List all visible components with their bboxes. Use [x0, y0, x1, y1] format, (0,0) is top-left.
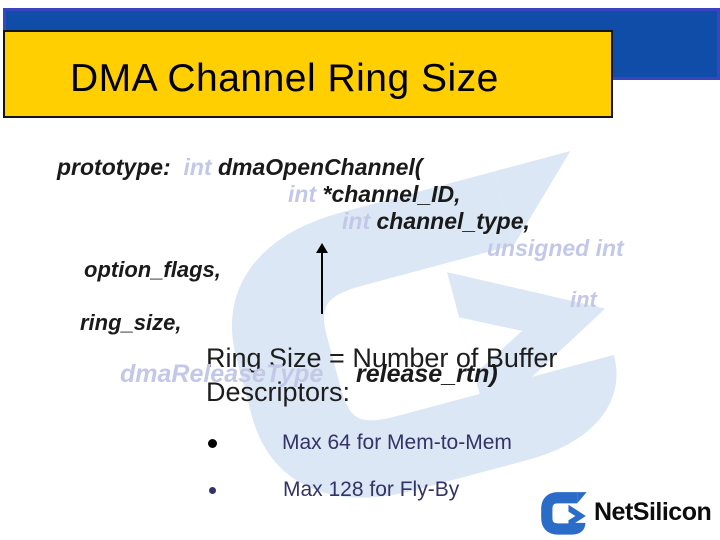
bullet-item-fly-by: Max 128 for Fly-By: [209, 478, 459, 502]
bullet-item-mem-to-mem: Max 64 for Mem-to-Mem: [208, 431, 512, 455]
code-line-unsigned-int: unsigned int: [487, 235, 624, 261]
code-line-channel-id: int *channel_ID,: [288, 181, 461, 207]
code-text: prototype:: [57, 154, 184, 180]
title-bar: DMA Channel Ring Size: [3, 30, 613, 118]
code-keyword: int: [342, 208, 371, 234]
up-arrow-head: [316, 243, 328, 253]
code-line-release-rtn: release_rtn): [356, 360, 498, 388]
netsilicon-logo: NetSilicon: [539, 489, 712, 536]
netsilicon-watermark-icon: [232, 150, 617, 498]
bullet-label: Max 128 for Fly-By: [283, 478, 460, 501]
code-line-option-flags: option_flags,: [84, 257, 221, 282]
bullet-label: Max 64 for Mem-to-Mem: [282, 431, 512, 454]
code-text: channel_type,: [370, 208, 530, 234]
code-line-channel-type: int channel_type,: [342, 208, 530, 234]
code-keyword: int: [288, 181, 317, 207]
code-line-prototype: prototype: int dmaOpenChannel(: [57, 154, 423, 180]
ring-size-statement: Ring Size = Number of Buffer Descriptors…: [206, 341, 557, 409]
code-line-ring-size: ring_size,: [80, 310, 182, 335]
code-text: dmaOpenChannel(: [211, 154, 423, 180]
netsilicon-mark-icon: [541, 492, 587, 535]
statement-line-1: Ring Size = Number of Buffer: [206, 343, 558, 373]
bullet-dot-icon: [209, 486, 216, 494]
bullet-dot-icon: [208, 438, 217, 448]
slide-title: DMA Channel Ring Size: [70, 57, 499, 100]
code-keyword: int: [183, 154, 212, 180]
logo-wordmark: NetSilicon: [594, 498, 712, 526]
code-line-int: int: [570, 287, 597, 312]
statement-line-2: Descriptors:: [206, 377, 351, 407]
up-arrow-icon: [316, 243, 329, 314]
code-text: *channel_ID,: [316, 181, 461, 207]
up-arrow-shaft: [321, 253, 323, 314]
code-line-release-type: dmaReleaseType: [120, 360, 324, 388]
